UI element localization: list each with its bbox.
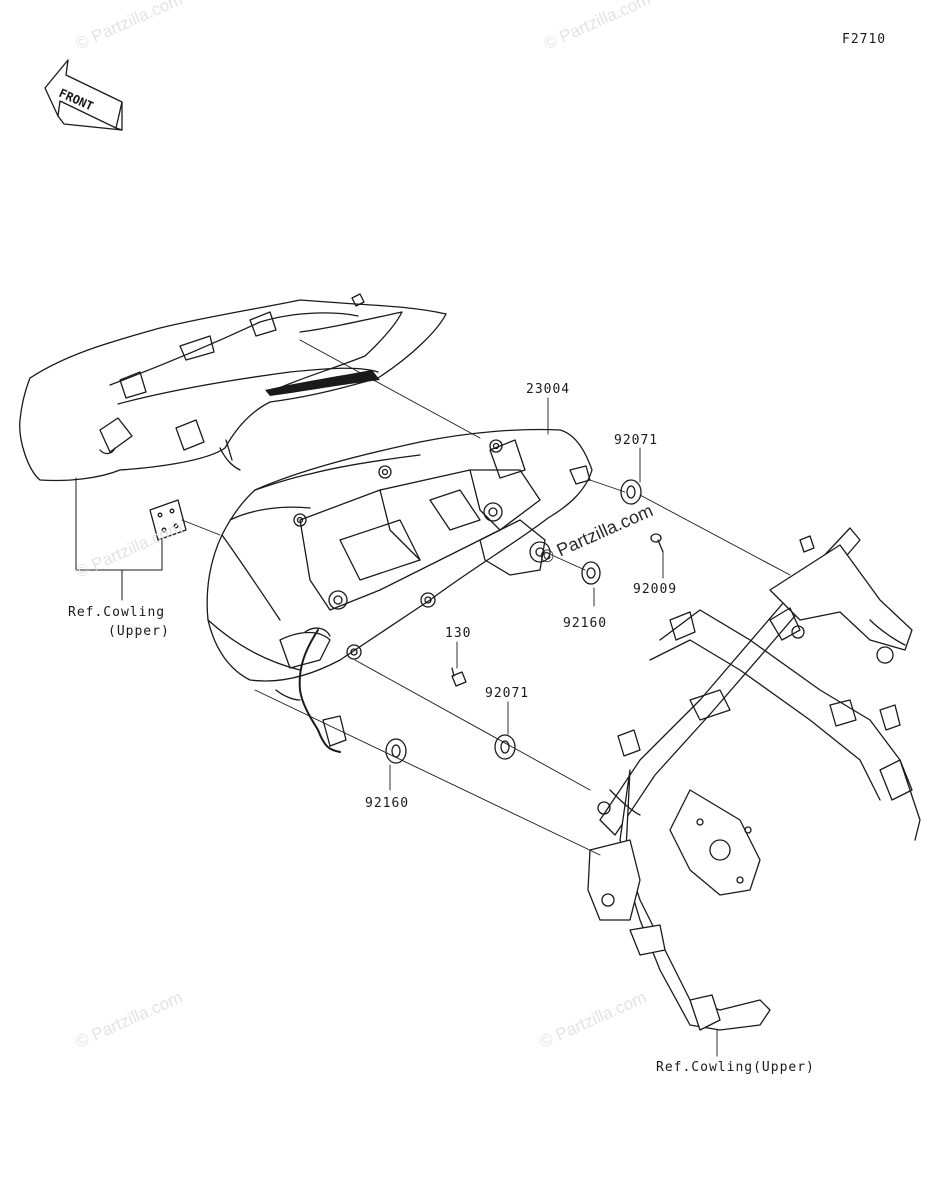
upper-cowling-outline — [19, 293, 447, 482]
ref-cowling-label: Ref.Cowling — [68, 605, 166, 620]
part-number-label: 92160 — [365, 796, 410, 811]
bolt-130 — [451, 667, 467, 687]
part-number-label: 92160 — [563, 616, 608, 631]
front-direction-arrow-icon: FRONT — [44, 59, 123, 131]
grommet-92160-lower — [385, 738, 407, 764]
grommet-92071-upper — [620, 479, 642, 505]
assembly-leader-lines — [181, 339, 791, 1057]
part-number-label: 23004 — [526, 382, 571, 397]
ref-cowling-label: Ref.Cowling(Upper) — [656, 1060, 815, 1075]
grommet-92071-lower — [494, 734, 516, 760]
part-number-label: 92009 — [633, 582, 678, 597]
bracket-plate — [149, 499, 187, 541]
screw-92009 — [650, 533, 664, 553]
part-number-label: 92071 — [485, 686, 530, 701]
figure-code: F2710 — [842, 32, 887, 47]
part-number-label: 130 — [445, 626, 472, 641]
part-number-label: 92071 — [614, 433, 659, 448]
ref-cowling-label: (Upper) — [108, 624, 170, 639]
headlight-stay-frame — [587, 527, 921, 1031]
grommet-92160-upper — [581, 561, 601, 585]
headlight-assembly-23004 — [206, 428, 593, 753]
leader-ref-cowling-left — [75, 477, 123, 601]
